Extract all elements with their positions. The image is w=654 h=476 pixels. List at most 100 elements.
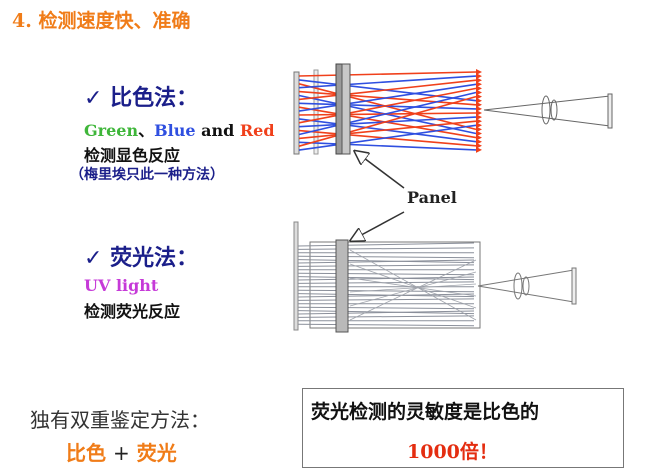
fluorescence-ray [297, 315, 475, 318]
ray-arrowhead [476, 93, 482, 100]
colorimetric-frame-left [293, 71, 300, 155]
ray-arrowhead [476, 101, 482, 108]
ray-arrowhead [476, 146, 482, 153]
colorimetric-diagram [293, 63, 613, 155]
ray-arrowhead [476, 97, 482, 104]
fluorescence-heading-text: 荧光法： [110, 246, 199, 271]
fluorescence-ray [297, 259, 475, 264]
light-ray [298, 91, 477, 136]
sensitivity-callout: 荧光检测的灵敏度是比色的 1000倍！ [302, 388, 624, 468]
light-ray [298, 71, 477, 77]
fluor-lens-1 [513, 272, 523, 300]
panel-cartridge-bottom [335, 239, 349, 333]
fluor-frame-left [293, 221, 299, 331]
red-label: Red [239, 121, 275, 140]
colorimetric-desc: 检测显色反应 [84, 146, 181, 165]
blue-label: Blue [154, 121, 196, 140]
ray-arrowhead [476, 110, 482, 116]
callout-number: 1000 [407, 441, 460, 463]
panel-cartridge-top-inner [341, 63, 351, 155]
title-number: 4. [12, 10, 32, 32]
uv-light-label: UV light [84, 276, 159, 295]
ray-arrowhead [476, 69, 482, 75]
method-colorimetric: 比色 [66, 441, 106, 465]
lens-1 [541, 95, 551, 125]
colorimetric-heading: ✓ 比色法： [84, 80, 198, 112]
fluorescence-ray [297, 289, 475, 293]
callout-line1: 荧光检测的灵敏度是比色的 [311, 401, 540, 423]
green-label: Green [84, 121, 139, 140]
title-text: 检测速度快、准确 [38, 10, 191, 32]
fluorescence-rays [297, 242, 477, 327]
panel-arrow-up [356, 152, 405, 189]
check-icon: ✓ [84, 86, 103, 111]
light-ray [298, 75, 477, 89]
light-ray [298, 79, 477, 101]
fluorescence-heading: ✓ 荧光法： [84, 240, 198, 272]
fluorescence-ray [297, 293, 475, 298]
fluorescence-diagram [293, 221, 577, 333]
color-channels: Green、Blue and Red [84, 117, 275, 141]
fluorescence-ray [297, 255, 475, 259]
callout-line2: 1000倍！ [407, 437, 498, 464]
fluorescence-ray [297, 272, 475, 276]
method-fluorescence: 荧光 [136, 441, 177, 465]
ray-arrowhead [476, 134, 482, 141]
ray-arrowhead [476, 126, 482, 133]
light-ray [298, 87, 477, 124]
light-ray [298, 124, 477, 151]
ray-arrowhead [476, 118, 482, 125]
fluorescence-ray [297, 306, 475, 310]
ray-arrowhead [476, 85, 482, 92]
fluorescence-ray [297, 281, 475, 284]
light-ray [298, 141, 477, 151]
fluor-lens-2 [522, 276, 530, 296]
fluorescence-ray [349, 259, 477, 321]
colorimetric-filter [313, 69, 319, 155]
detector [607, 93, 613, 129]
lens-ray-lower [483, 109, 611, 127]
fluor-housing [309, 241, 481, 329]
ray-arrowhead [476, 142, 482, 149]
ray-arrowhead [476, 130, 482, 137]
fluorescence-ray [349, 271, 477, 307]
ray-arrowhead [476, 77, 482, 84]
ray-arrowhead [476, 73, 482, 80]
colorimetric-rays [298, 69, 482, 153]
ray-arrowhead [476, 122, 482, 129]
check-icon: ✓ [84, 246, 103, 271]
fluorescence-ray [297, 310, 475, 315]
and-label: and [201, 121, 235, 140]
ray-arrowhead [476, 81, 482, 88]
unique-methods-label: 独有双重鉴定方法： [30, 408, 210, 432]
separator: 、 [138, 121, 155, 140]
fluorescence-ray [349, 263, 477, 309]
lens-ray-upper [483, 95, 611, 111]
fluorescence-ray [349, 277, 477, 297]
ray-arrowhead [476, 105, 482, 112]
fluor-detector [571, 267, 577, 305]
fluor-lens-ray-upper [477, 269, 575, 287]
fluorescence-ray [297, 298, 475, 301]
colorimetric-heading-text: 比色法： [110, 86, 199, 111]
light-ray [298, 95, 477, 147]
fluorescence-ray [297, 247, 475, 250]
ray-arrowhead [476, 114, 482, 121]
fluorescence-desc: 检测荧光反应 [84, 302, 181, 321]
colorimetric-note: （梅里埃只此一种方法） [70, 167, 224, 183]
ray-arrowhead [476, 138, 482, 145]
method-combo: 比色 + 荧光 [66, 437, 177, 466]
slide-title: 4. 检测速度快、准确 [12, 6, 190, 33]
plus-sign: + [112, 441, 130, 465]
fluor-lens-ray-lower [477, 285, 575, 303]
callout-text: 倍！ [459, 441, 498, 463]
ray-arrowhead [476, 89, 482, 96]
fluorescence-ray [297, 276, 475, 281]
panel-arrow-down [352, 211, 405, 240]
lens-2 [550, 99, 558, 121]
panel-label: Panel [407, 188, 457, 207]
fluorescence-ray [297, 323, 475, 327]
light-ray [298, 120, 477, 140]
light-ray [298, 83, 477, 112]
